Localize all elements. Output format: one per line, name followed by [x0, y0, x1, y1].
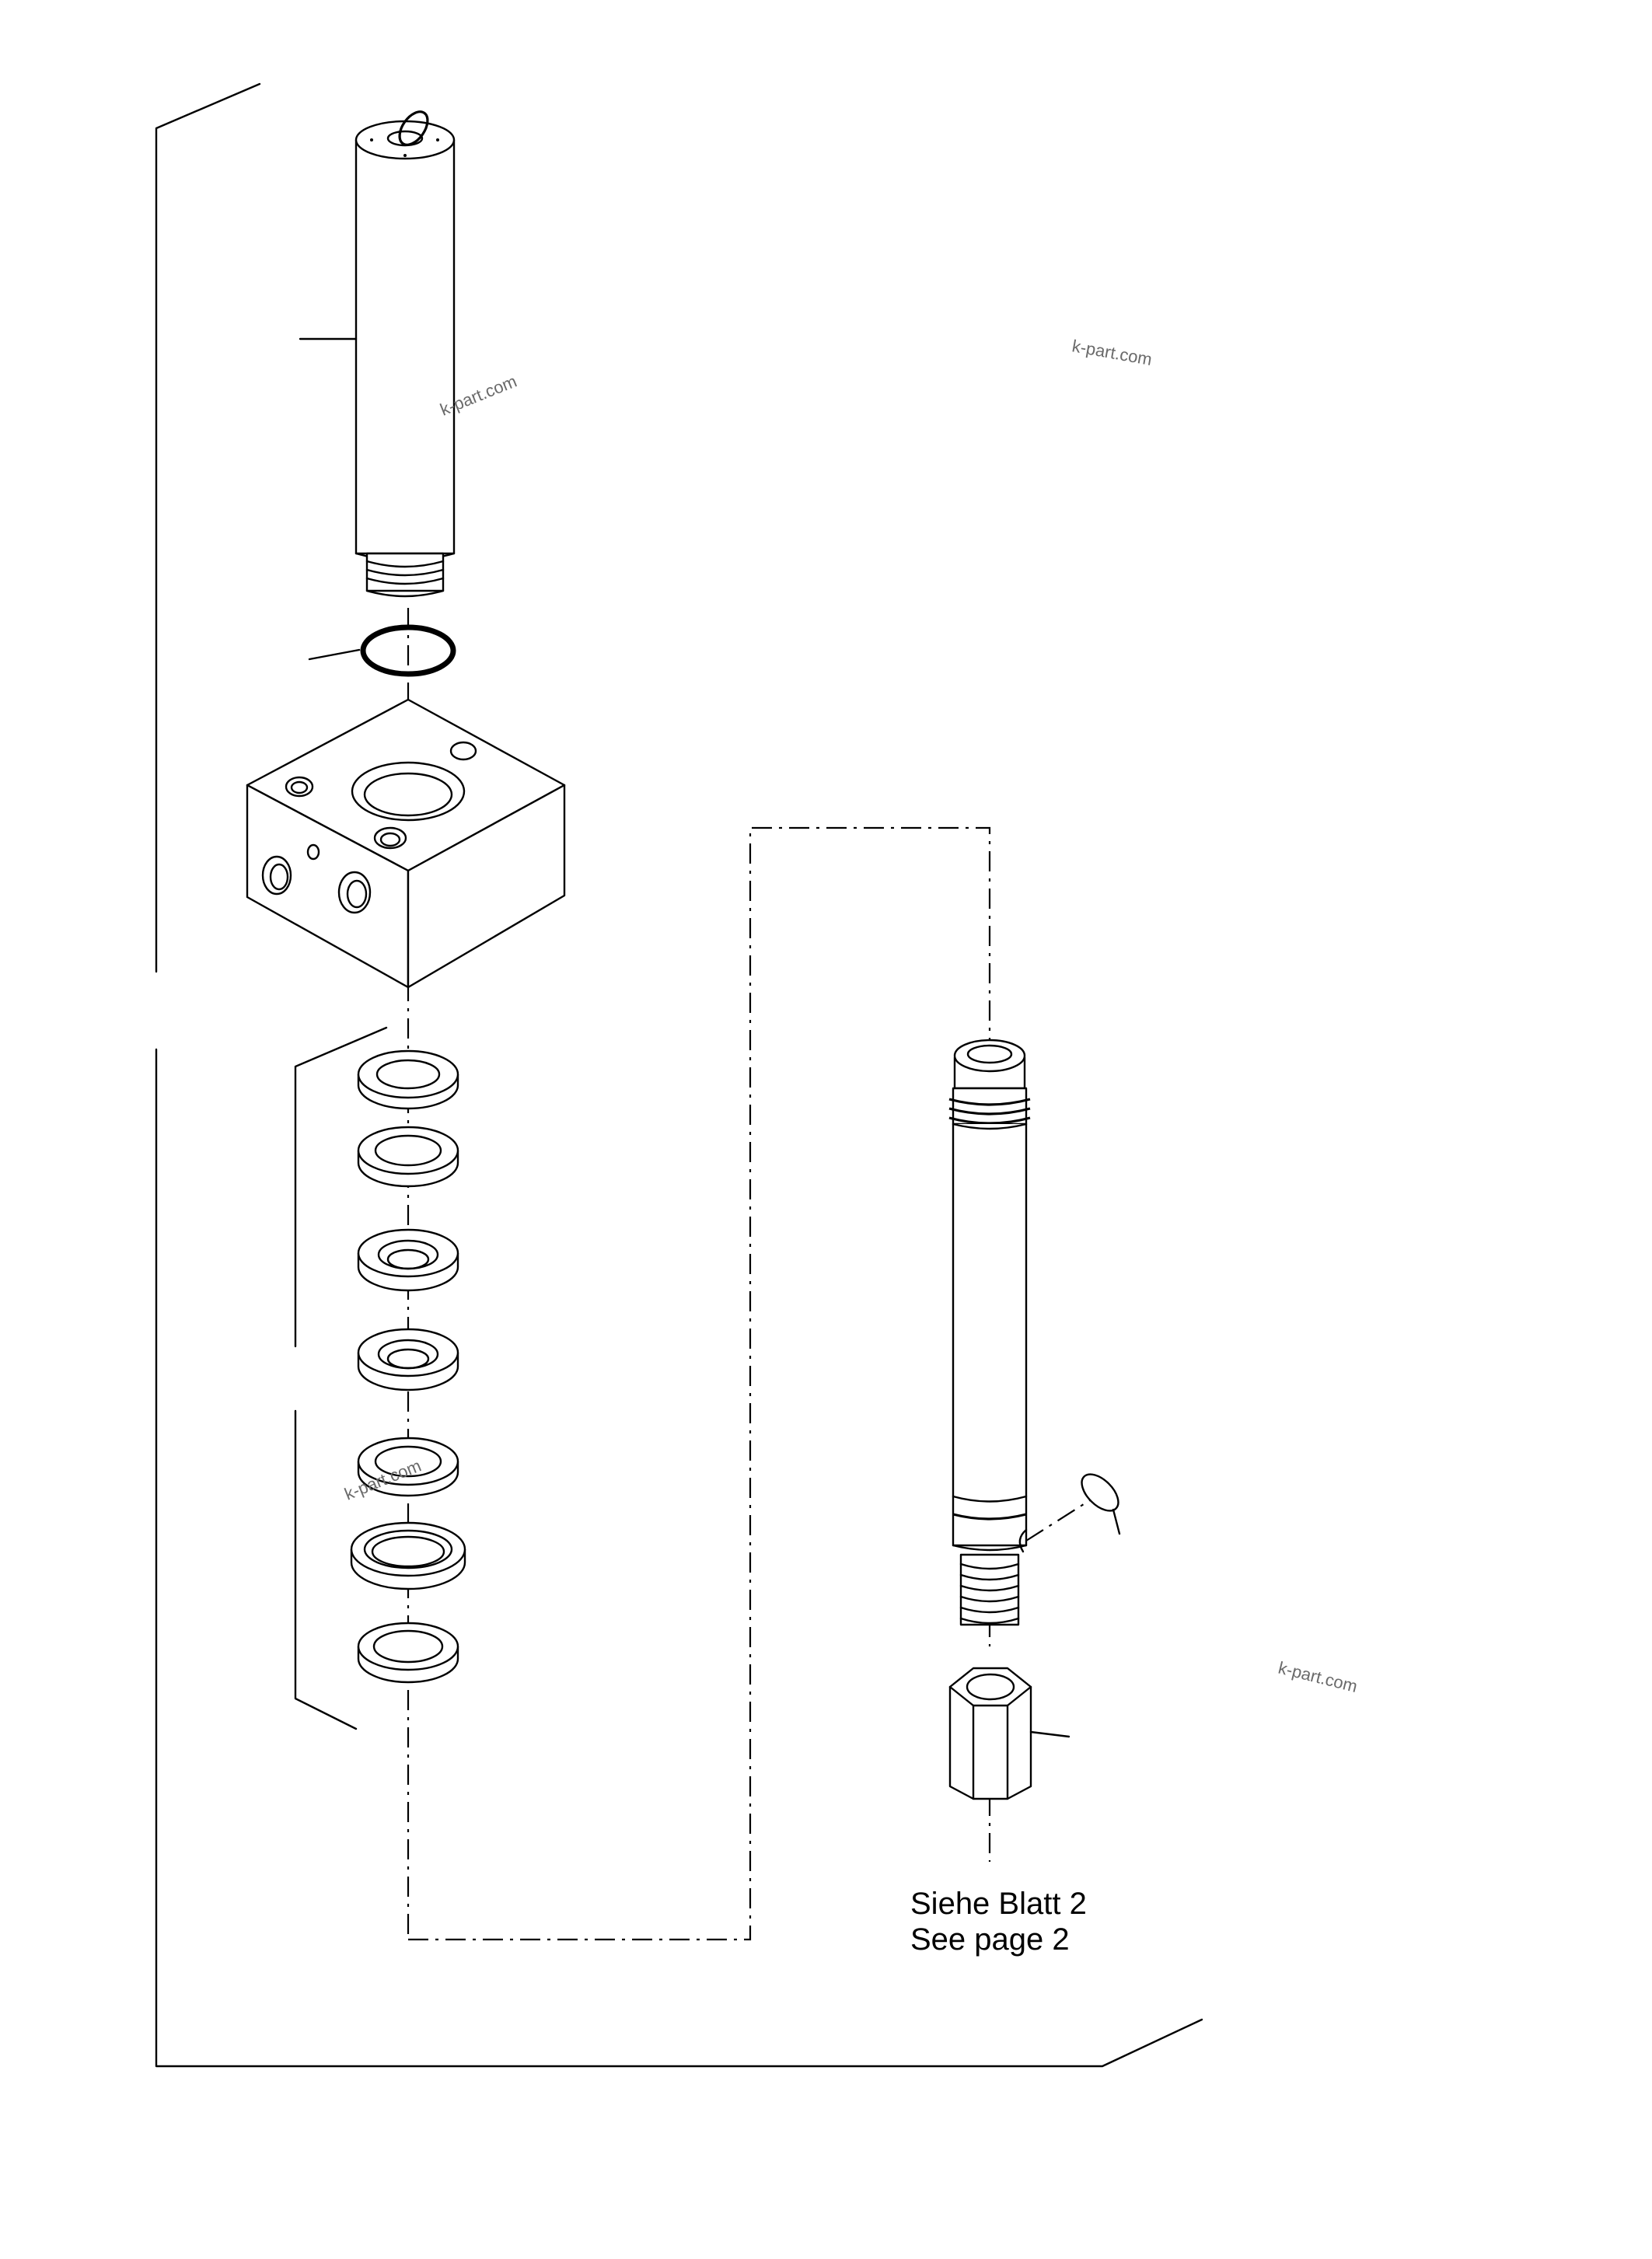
circlip: [1081, 1473, 1121, 1535]
piston-rod: [948, 1039, 1031, 1626]
reference-note-english: See page 2: [910, 1922, 1070, 1957]
valve-block: [246, 698, 566, 989]
seal-rings: [350, 1049, 466, 1684]
watermarks: k-part.com k-part.com k-part.com k-part.…: [342, 336, 1360, 1696]
watermark-2: k-part.com: [1070, 336, 1154, 369]
seal-group-bracket: [294, 1026, 388, 1730]
accumulator: [299, 110, 456, 598]
reference-note-german: Siehe Blatt 2: [910, 1887, 1087, 1921]
hex-nut: [948, 1667, 1070, 1800]
watermark-4: k-part.com: [1277, 1658, 1360, 1696]
reference-note: Siehe Blatt 2 See page 2: [910, 1886, 1087, 1957]
o-ring: [308, 624, 456, 677]
assembly-frame: [155, 82, 1203, 2068]
